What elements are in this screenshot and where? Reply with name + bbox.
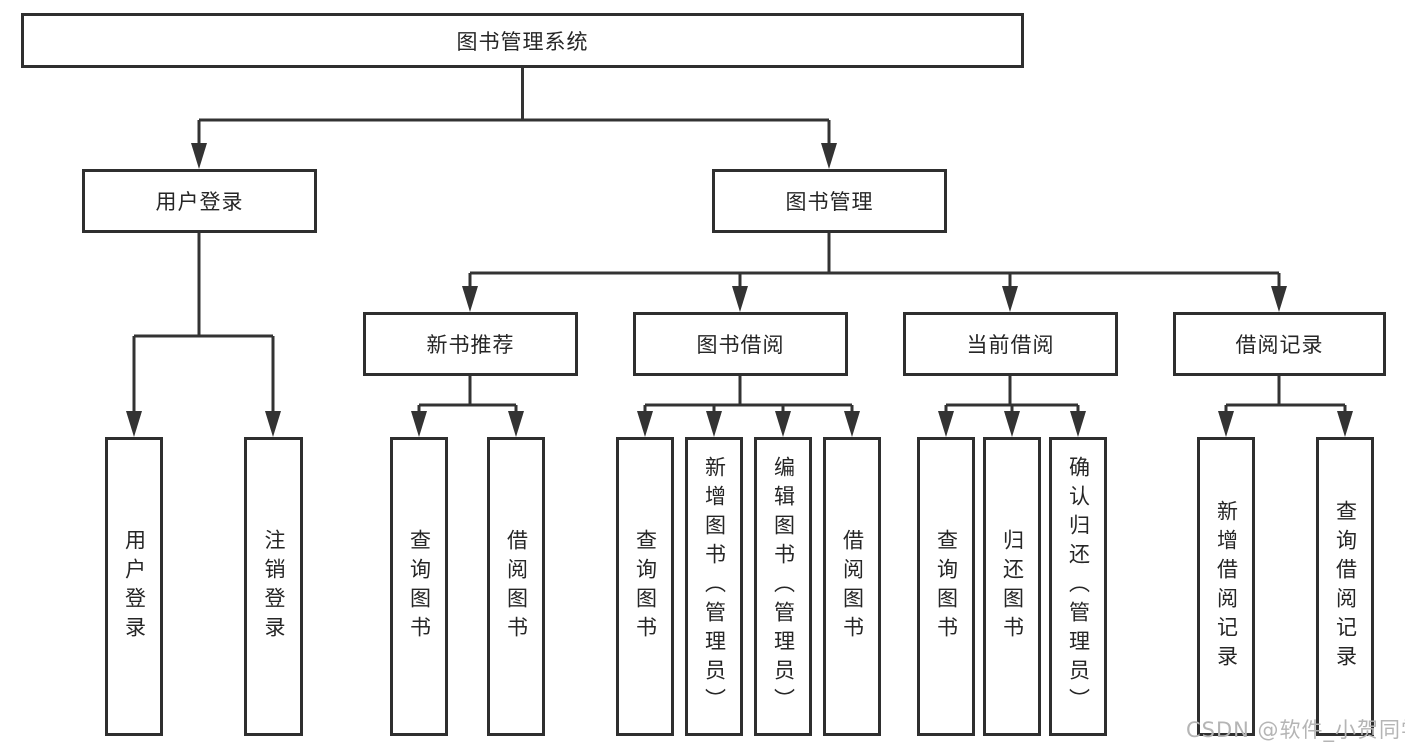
arrowhead <box>844 411 860 437</box>
watermark-text: CSDN @软件_小贺同学 <box>1186 718 1405 742</box>
arrowhead <box>1070 411 1086 437</box>
arrowhead <box>462 286 478 312</box>
node-root-library-system: 图书管理系统 <box>21 13 1024 68</box>
connector-root-to-level2 <box>197 68 831 149</box>
node-label: 编辑图书（管理员） <box>771 456 796 717</box>
arrowhead <box>821 143 837 169</box>
leaf-borrow-borrow-books: 借阅图书 <box>823 437 881 736</box>
node-current-borrowing: 当前借阅 <box>903 312 1118 376</box>
arrowhead <box>637 411 653 437</box>
connector-record-to-leaves <box>1224 376 1347 417</box>
connector-bookmgmt-to-level3 <box>468 233 1281 292</box>
leaf-record-query-borrow-record: 查询借阅记录 <box>1316 437 1374 736</box>
node-label: 注销登录 <box>262 528 286 645</box>
node-label: 图书管理 <box>785 190 874 214</box>
leaf-record-add-borrow-record: 新增借阅记录 <box>1197 437 1255 736</box>
leaf-newbook-borrow-books: 借阅图书 <box>487 437 545 736</box>
node-label: 图书借阅 <box>696 333 785 357</box>
node-book-borrowing: 图书借阅 <box>633 312 848 376</box>
arrowhead <box>265 411 281 437</box>
node-label: 查询图书 <box>407 528 432 645</box>
connector-current-to-leaves <box>944 376 1080 417</box>
node-label: 新增借阅记录 <box>1214 499 1239 674</box>
node-book-management-branch: 图书管理 <box>712 169 947 233</box>
leaf-logout: 注销登录 <box>244 437 303 736</box>
node-label: 查询图书 <box>633 528 658 645</box>
leaf-current-query-books: 查询图书 <box>917 437 975 736</box>
arrowhead <box>508 411 524 437</box>
node-label: 查询图书 <box>934 528 959 645</box>
node-borrowing-records: 借阅记录 <box>1173 312 1386 376</box>
node-label: 用户登录 <box>122 528 147 645</box>
leaf-borrow-add-books-admin: 新增图书（管理员） <box>685 437 743 736</box>
leaf-borrow-edit-books-admin: 编辑图书（管理员） <box>754 437 812 736</box>
arrowhead <box>1271 286 1287 312</box>
connector-userlogin-to-leaves <box>132 233 275 417</box>
leaf-borrow-query-books: 查询图书 <box>616 437 674 736</box>
node-label: 图书管理系统 <box>456 29 589 54</box>
arrowhead <box>706 411 722 437</box>
arrowhead <box>938 411 954 437</box>
connector-newbook-to-leaves <box>417 376 518 417</box>
node-label: 查询借阅记录 <box>1333 499 1358 674</box>
node-label: 借阅图书 <box>504 528 529 645</box>
arrowhead <box>191 143 207 169</box>
leaf-current-confirm-return-admin: 确认归还（管理员） <box>1049 437 1107 736</box>
arrowhead <box>126 411 142 437</box>
arrowhead <box>1218 411 1234 437</box>
node-new-book-recommend: 新书推荐 <box>363 312 578 376</box>
node-label: 归还图书 <box>1000 528 1025 645</box>
node-label: 借阅图书 <box>840 528 865 645</box>
node-label: 新增图书（管理员） <box>702 456 727 717</box>
node-label: 确认归还（管理员） <box>1066 456 1091 717</box>
node-label: 当前借阅 <box>966 333 1055 357</box>
leaf-user-login: 用户登录 <box>105 437 163 736</box>
arrowhead <box>1002 286 1018 312</box>
connector-borrow-to-leaves <box>643 376 854 417</box>
node-label: 用户登录 <box>155 190 244 214</box>
arrowhead <box>775 411 791 437</box>
leaf-current-return-books: 归还图书 <box>983 437 1041 736</box>
arrowhead <box>1337 411 1353 437</box>
node-label: 借阅记录 <box>1235 333 1324 357</box>
arrowhead <box>411 411 427 437</box>
node-label: 新书推荐 <box>426 333 515 357</box>
leaf-newbook-query-books: 查询图书 <box>390 437 448 736</box>
node-user-login-branch: 用户登录 <box>82 169 317 233</box>
arrowhead <box>732 286 748 312</box>
arrowhead <box>1004 411 1020 437</box>
